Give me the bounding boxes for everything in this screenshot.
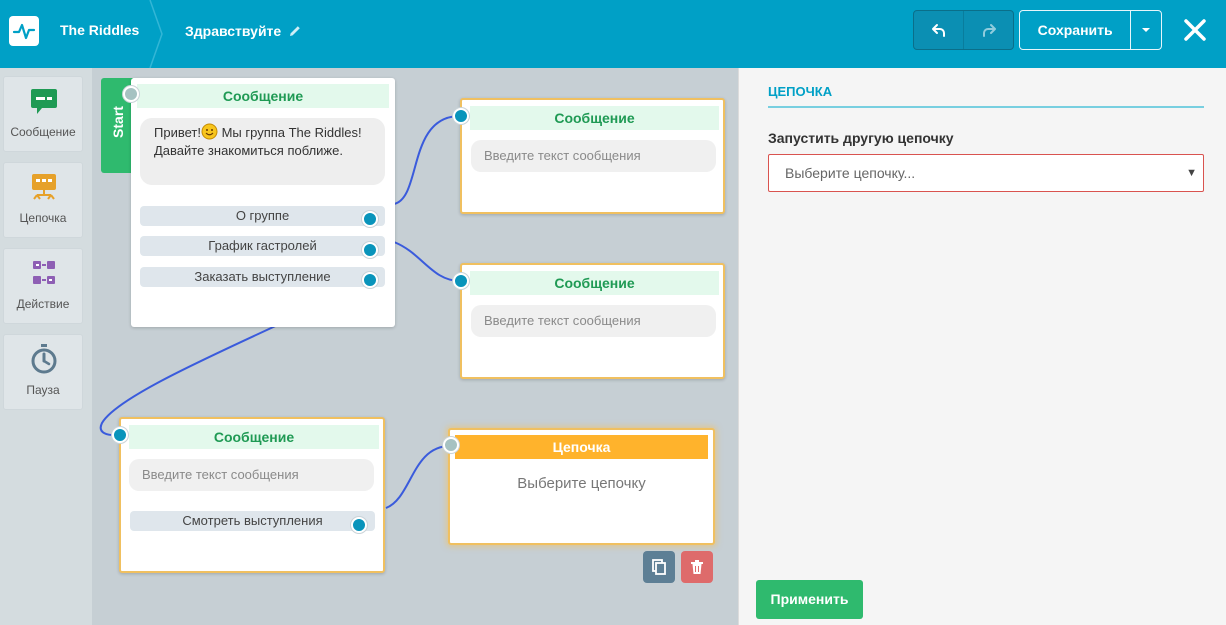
chain-node[interactable]: Цепочка Выберите цепочку [448, 428, 715, 545]
close-icon[interactable] [1181, 16, 1209, 44]
tool-chain[interactable]: Цепочка [3, 162, 83, 238]
wire-tour-to-message-2 [393, 241, 461, 282]
edit-pencil-icon[interactable] [287, 23, 303, 39]
tool-message-label: Сообщение [10, 125, 76, 139]
output-connector-watch[interactable] [351, 517, 367, 533]
chain-select-value: Выберите цепочку... [785, 165, 916, 181]
message-text[interactable]: Привет! Мы группа The Riddles! Давайте з… [140, 118, 385, 185]
start-input-connector[interactable] [123, 86, 139, 102]
input-connector-message-1[interactable] [453, 108, 469, 124]
message-text-placeholder[interactable]: Введите текст сообщения [471, 305, 716, 337]
wire-about-to-message-1 [393, 115, 461, 205]
node-title: Сообщение [470, 106, 719, 130]
tool-action-label: Действие [16, 297, 70, 311]
message-text-placeholder[interactable]: Введите текст сообщения [471, 140, 716, 172]
chain-select[interactable]: Выберите цепочку... ▼ [768, 154, 1204, 192]
node-title: Цепочка [455, 435, 708, 459]
tool-chain-label: Цепочка [19, 211, 67, 225]
node-title: Сообщение [129, 425, 379, 449]
input-connector-message-3[interactable] [112, 427, 128, 443]
tools-sidebar: Сообщение Цепочка Действие П [0, 68, 92, 625]
save-button-group: Сохранить [1019, 10, 1162, 50]
redo-button[interactable] [963, 11, 1013, 49]
message-node-3[interactable]: Сообщение Введите текст сообщения Смотре… [119, 417, 385, 573]
breadcrumb-separator-icon [149, 0, 163, 68]
message-text-placeholder[interactable]: Введите текст сообщения [129, 459, 374, 491]
copy-node-button[interactable] [643, 551, 675, 583]
tool-action[interactable]: Действие [3, 248, 83, 324]
undo-icon [931, 24, 945, 37]
copy-icon [652, 559, 666, 575]
chain-icon [32, 174, 56, 200]
input-connector-message-2[interactable] [453, 273, 469, 289]
action-icon [33, 261, 55, 284]
tool-message[interactable]: Сообщение [3, 76, 83, 152]
node-title: Сообщение [137, 84, 389, 108]
chain-select-label: Запустить другую цепочку [768, 130, 954, 146]
input-connector-chain[interactable] [443, 437, 459, 453]
save-button[interactable]: Сохранить [1037, 22, 1113, 38]
timer-icon [31, 344, 57, 374]
caret-down-icon [1142, 28, 1151, 32]
reply-button-book[interactable]: Заказать выступление [140, 267, 385, 287]
output-connector-book[interactable] [362, 272, 378, 288]
save-options-button[interactable] [1130, 11, 1161, 49]
message-text-part-2: Мы группа The Riddles! Давайте знакомить… [154, 125, 362, 158]
flow-canvas[interactable]: Start Сообщение Привет! Мы группа The Ri… [92, 68, 738, 625]
message-text-part-1: Привет! [154, 125, 201, 140]
wire-show-to-chain [385, 445, 451, 509]
panel-title: ЦЕПОЧКА [768, 84, 833, 99]
reply-button-watch[interactable]: Смотреть выступления [130, 511, 375, 531]
chain-title: Здравствуйте [185, 23, 282, 39]
app-logo-icon[interactable] [9, 16, 39, 46]
message-node-1[interactable]: Сообщение Введите текст сообщения [460, 98, 725, 214]
bot-name[interactable]: The Riddles [60, 22, 140, 38]
output-connector-about[interactable] [362, 211, 378, 227]
start-label: Start [110, 106, 126, 138]
reply-button-about[interactable]: О группе [140, 206, 385, 226]
undo-button[interactable] [914, 11, 963, 49]
smile-emoji-icon [201, 123, 218, 140]
trash-icon [691, 560, 703, 574]
properties-panel: ЦЕПОЧКА Запустить другую цепочку Выберит… [738, 68, 1226, 625]
tool-pause[interactable]: Пауза [3, 334, 83, 410]
message-icon [31, 89, 57, 114]
panel-divider [768, 106, 1204, 108]
delete-node-button[interactable] [681, 551, 713, 583]
history-buttons [913, 10, 1014, 50]
redo-icon [982, 24, 996, 37]
node-title: Сообщение [470, 271, 719, 295]
start-message-node[interactable]: Сообщение Привет! Мы группа The Riddles!… [131, 78, 395, 327]
reply-button-tour[interactable]: График гастролей [140, 236, 385, 256]
select-caret-icon: ▼ [1186, 167, 1197, 179]
output-connector-tour[interactable] [362, 242, 378, 258]
apply-button[interactable]: Применить [756, 580, 863, 619]
top-bar: The Riddles Здравствуйте Сохранить [0, 0, 1226, 68]
chain-node-text: Выберите цепочку [517, 475, 646, 492]
tool-pause-label: Пауза [26, 383, 60, 397]
message-node-2[interactable]: Сообщение Введите текст сообщения [460, 263, 725, 379]
